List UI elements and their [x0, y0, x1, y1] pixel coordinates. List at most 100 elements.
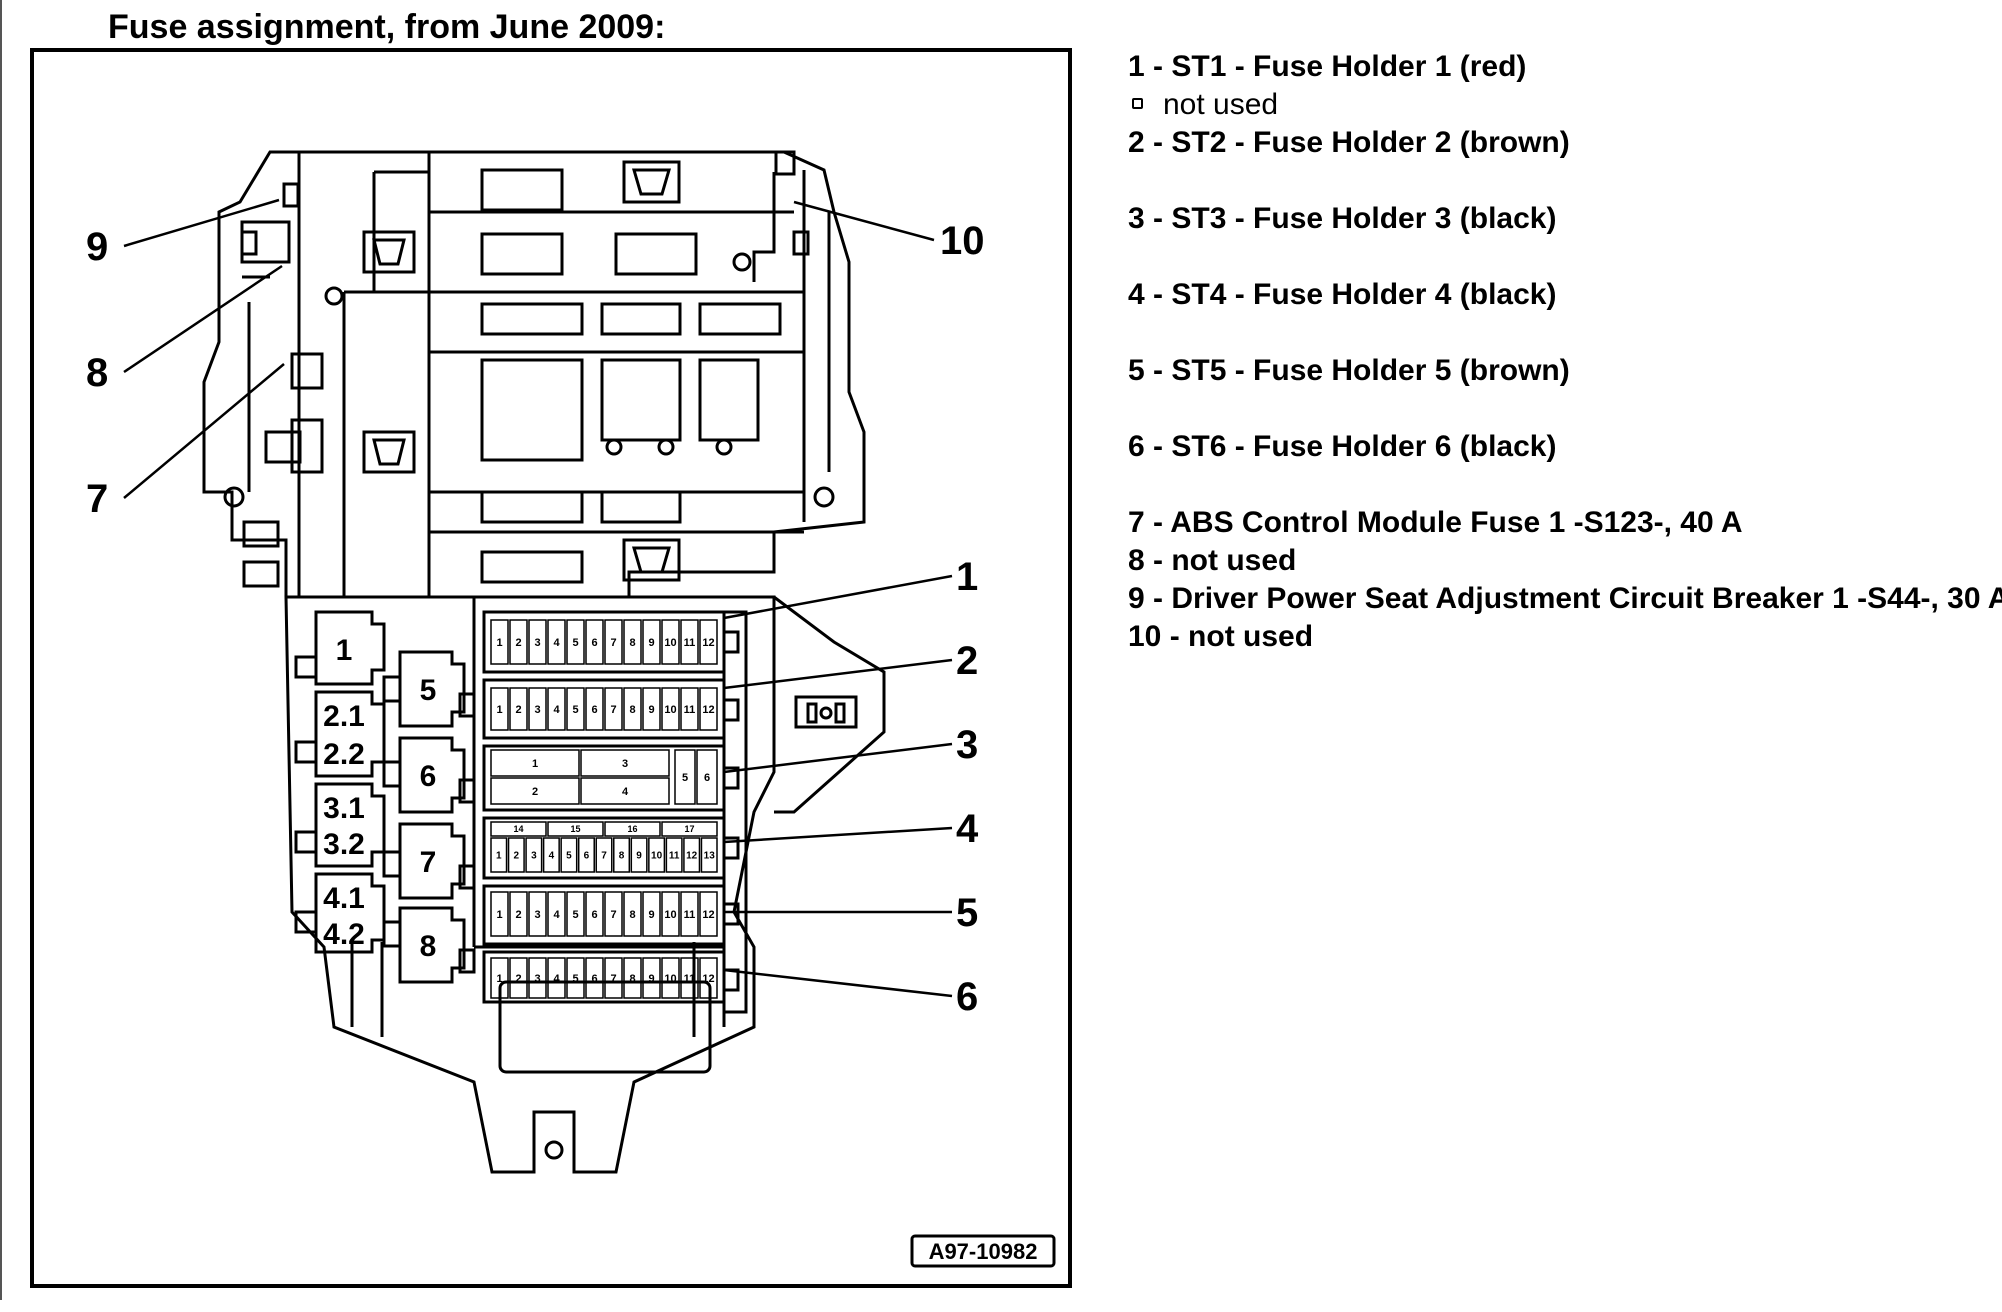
callout-9: 9: [86, 225, 108, 269]
st5-slot: [699, 891, 718, 937]
leader-line-7: [123, 363, 285, 499]
st1-slot-label: 2: [515, 637, 521, 649]
st4-slot-label: 4: [549, 851, 555, 862]
st4-slot: [542, 837, 560, 873]
legend-item-6: 6 - ST6 - Fuse Holder 6 (black): [1128, 430, 1557, 463]
st2-slot-label: 8: [629, 704, 635, 716]
st6-slot-label: 1: [496, 973, 502, 985]
st1-slot-label: 12: [702, 637, 714, 649]
callout-1: 1: [956, 555, 978, 599]
st4-slot: [648, 837, 666, 873]
legend-item-not-used: not used: [1128, 88, 1278, 122]
st1-slot: [547, 619, 566, 665]
st2-slot-label: 1: [496, 704, 502, 716]
relay-label-1: 1: [336, 634, 353, 667]
st5-slot-label: 1: [496, 909, 502, 921]
st3-side-slot-label: 6: [704, 772, 710, 784]
st4-top-slot-label: 16: [627, 824, 637, 834]
relay-label-4-2: 4.2: [323, 918, 365, 951]
st4-slot: [577, 837, 595, 873]
st6-slot: [604, 957, 623, 999]
st2-slot: [623, 687, 642, 731]
st2-slot: [490, 687, 509, 731]
st2-slot: [566, 687, 585, 731]
st4-slot: [525, 837, 543, 873]
legend-item-9: 9 - Driver Power Seat Adjustment Circuit…: [1128, 582, 2002, 615]
st2-slot: [680, 687, 699, 731]
st6-slot-label: 12: [702, 973, 714, 985]
st6-slot: [585, 957, 604, 999]
st5-slot: [661, 891, 680, 937]
callout-4: 4: [956, 807, 979, 851]
callout-6: 6: [956, 975, 978, 1019]
st4-top-slot-label: 15: [570, 824, 580, 834]
st5-slot-label: 4: [553, 909, 560, 921]
st1-slot: [490, 619, 509, 665]
leader-line-3: [723, 742, 953, 774]
st4-slot: [683, 837, 701, 873]
st1-slot: [585, 619, 604, 665]
st6-slot-label: 9: [648, 973, 654, 985]
leader-line-1: [723, 574, 953, 620]
leader-line-4: [723, 826, 953, 844]
page-left-rule: [0, 0, 2, 1300]
st2-slot: [509, 687, 528, 731]
st4-slot: [595, 837, 613, 873]
st5-slot: [490, 891, 509, 937]
st2-slot: [585, 687, 604, 731]
st5-slot-label: 5: [572, 909, 578, 921]
relay-label-6: 6: [420, 760, 437, 793]
legend-item-10: 10 - not used: [1128, 620, 1314, 653]
st4-top-slot: [490, 821, 547, 837]
st2-slot-label: 4: [553, 704, 560, 716]
page-title: Fuse assignment, from June 2009:: [108, 8, 666, 46]
st5-slot-label: 2: [515, 909, 521, 921]
relay-label-8: 8: [420, 930, 437, 963]
st1-slot-label: 6: [591, 637, 597, 649]
st4-slot: [560, 837, 578, 873]
st2-slot-label: 12: [702, 704, 714, 716]
st1-slot: [699, 619, 718, 665]
st2-slot: [528, 687, 547, 731]
upper-housing-outline: [202, 150, 866, 599]
st5-slot-label: 10: [664, 909, 676, 921]
st5-slot-label: 9: [648, 909, 654, 921]
leader-line-6: [723, 968, 953, 998]
st1-slot: [680, 619, 699, 665]
st6-slot: [699, 957, 718, 999]
st2-slot-label: 10: [664, 704, 676, 716]
st6-slot: [680, 957, 699, 999]
leader-line-8: [123, 264, 283, 374]
st4-slot-label: 10: [651, 851, 663, 862]
st6-slot-label: 5: [572, 973, 578, 985]
fuse-box-drawing: 1234567891011121234567891011121324561415…: [86, 150, 1056, 1268]
st6-slot-label: 10: [664, 973, 676, 985]
st1-slot: [642, 619, 661, 665]
st1-slot: [623, 619, 642, 665]
st3-side-slot: [674, 749, 696, 805]
st1-slot-label: 4: [553, 637, 560, 649]
st5-slot: [642, 891, 661, 937]
callout-7: 7: [86, 477, 108, 521]
st6-slot-label: 11: [684, 973, 696, 985]
st2-slot-label: 3: [534, 704, 540, 716]
callout-2: 2: [956, 639, 978, 683]
callout-3: 3: [956, 723, 978, 767]
relay-label-2-2: 2.2: [323, 738, 365, 771]
st4-top-slot: [661, 821, 718, 837]
st1-slot: [566, 619, 585, 665]
relay-label-4-1: 4.1: [323, 882, 365, 915]
callout-8: 8: [86, 351, 108, 395]
st2-slot-label: 7: [610, 704, 616, 716]
st1-slot-label: 1: [496, 637, 502, 649]
st5-slot: [566, 891, 585, 937]
st4-top-slot-label: 14: [513, 824, 523, 834]
st1-slot-label: 7: [610, 637, 616, 649]
st1-slot-label: 8: [629, 637, 635, 649]
st1-slot-label: 10: [664, 637, 676, 649]
st6-slot-label: 2: [515, 973, 521, 985]
st6-slot-label: 8: [629, 973, 635, 985]
callout-5: 5: [956, 891, 978, 935]
